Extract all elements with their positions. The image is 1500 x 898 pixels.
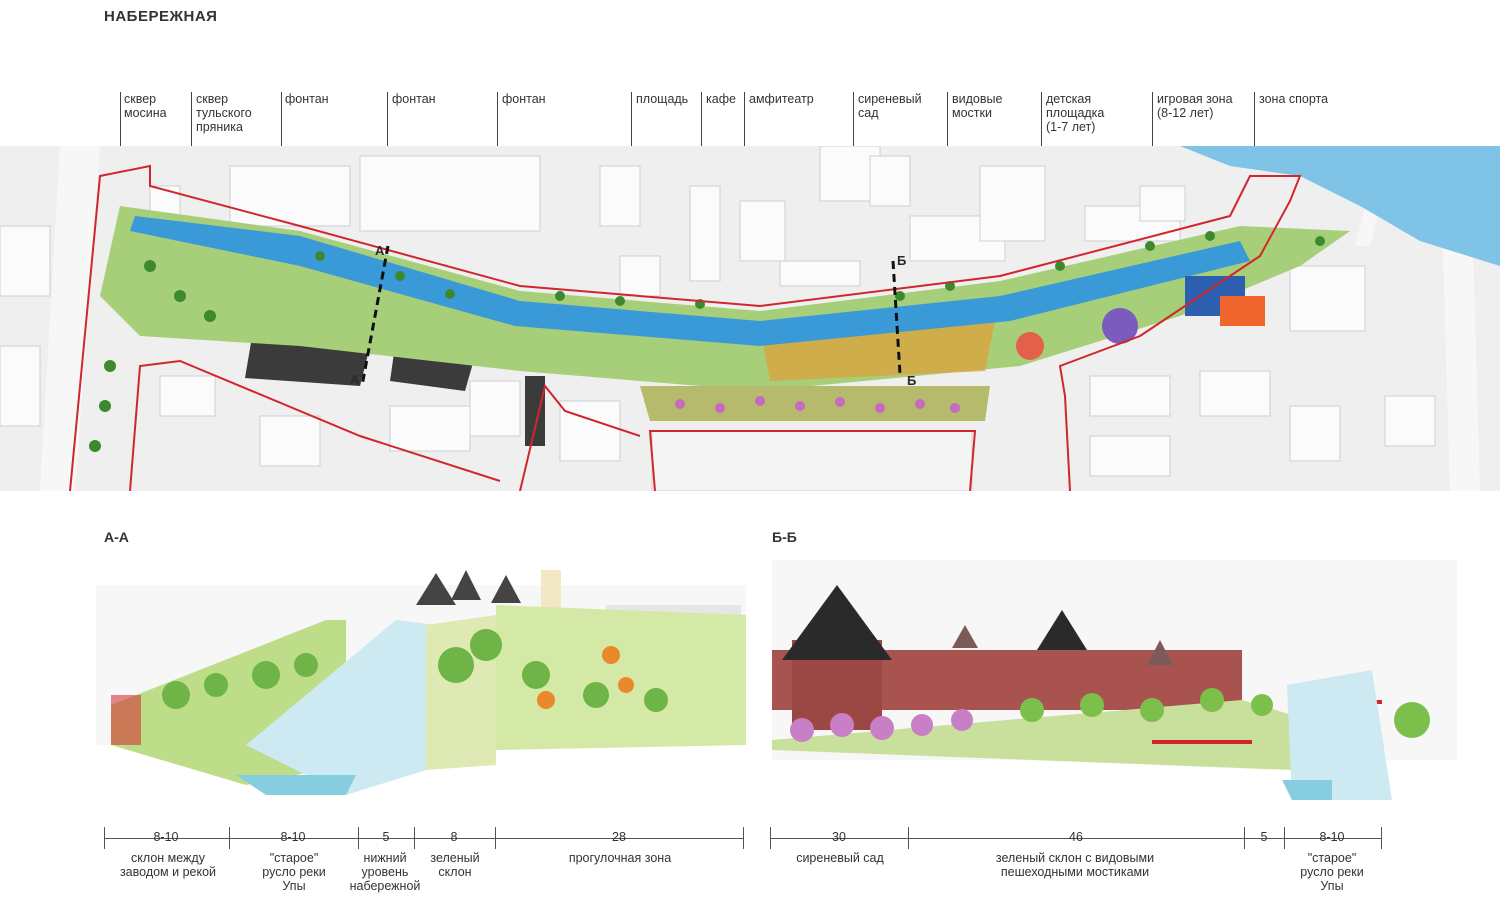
section-mark-a-bottom: А <box>350 372 360 387</box>
section-b-water <box>1282 780 1332 800</box>
section-b-tick <box>770 827 771 849</box>
callout-sq-mosina: сквер мосина <box>124 92 167 120</box>
section-b-green-slope <box>772 700 1292 770</box>
section-a-dim-label: прогулочная зона <box>568 851 672 865</box>
section-b-tick <box>1244 827 1245 849</box>
section-b-dim-value: 8-10 <box>1319 830 1345 844</box>
section-b-dim-label: сиреневый сад <box>796 851 884 865</box>
callout-cafe: кафе <box>706 92 736 106</box>
section-cut-a <box>360 245 390 387</box>
callout-square: площадь <box>636 92 689 106</box>
section-a-dim-label: нижний уровень набережной <box>349 851 421 893</box>
section-b-lilac <box>790 709 973 742</box>
section-b-trees <box>1020 688 1430 738</box>
section-b-dim-value: 5 <box>1260 830 1268 844</box>
section-a-dim-value: 8-10 <box>153 830 179 844</box>
section-a-dim-value: 28 <box>612 830 626 844</box>
section-b-dim-value: 46 <box>1069 830 1083 844</box>
callout-kids-playground: детская площадка (1-7 лет) <box>1046 92 1105 134</box>
street-left <box>40 146 100 491</box>
section-b-dim-value: 30 <box>832 830 846 844</box>
section-a-dim-label: зеленый склон <box>430 851 480 879</box>
section-b-tower-1-roof <box>782 585 892 660</box>
section-b-tick <box>1284 827 1285 849</box>
section-b-illustration <box>772 560 1457 800</box>
section-a-dim-line <box>104 838 744 839</box>
section-b-river <box>1287 670 1392 800</box>
callout-fountain-1: фонтан <box>285 92 329 106</box>
upper-river <box>1180 146 1500 266</box>
section-b-dim-label: "старое" русло реки Упы <box>1300 851 1364 893</box>
section-mark-b-bottom: Б <box>907 373 917 388</box>
river-upa <box>130 216 1250 346</box>
callout-amphitheatre: амфитеатр <box>749 92 814 106</box>
section-a-illustration <box>96 570 746 795</box>
section-a-promenade <box>496 605 746 750</box>
section-a-tick <box>414 827 415 849</box>
section-a-tick <box>743 827 744 849</box>
section-a-title: А-А <box>104 529 129 545</box>
section-cut-b <box>891 260 902 375</box>
lilac-garden-zone <box>640 386 990 421</box>
section-a-dim-label: "старое" русло реки Упы <box>262 851 326 893</box>
tree-canopy <box>89 231 1325 452</box>
callout-play-zone: игровая зона (8-12 лет) <box>1157 92 1233 120</box>
section-mark-a-top: А <box>375 243 385 258</box>
section-a-tick <box>104 827 105 849</box>
section-a-trees <box>162 629 668 712</box>
callout-fountain-2: фонтан <box>392 92 436 106</box>
section-a-dim-value: 5 <box>382 830 390 844</box>
callout-sport-zone: зона спорта <box>1259 92 1329 106</box>
site-plan <box>0 146 1500 491</box>
section-a-water <box>236 775 356 795</box>
section-a-towers <box>416 570 521 605</box>
section-mark-b-top: Б <box>897 253 907 268</box>
section-a-dim-value: 8-10 <box>280 830 306 844</box>
section-a-tick <box>495 827 496 849</box>
play-zone-area <box>1102 308 1138 344</box>
callout-sq-pryanik: сквер тульского пряника <box>196 92 252 134</box>
section-b-title: Б-Б <box>772 529 797 545</box>
section-b-bridge-1 <box>1152 740 1252 744</box>
section-b-tick <box>908 827 909 849</box>
section-b-tower-4-roof <box>1147 640 1173 665</box>
section-b-dim-label: зеленый склон с видовыми пешеходными мос… <box>995 851 1155 879</box>
section-a-dim-label: склон между заводом и рекой <box>119 851 217 879</box>
kremlin-court <box>651 430 973 491</box>
section-b-dim-line <box>770 838 1382 839</box>
page-title: НАБЕРЕЖНАЯ <box>104 8 218 25</box>
callout-view-bridges: видовые мостки <box>952 92 1003 120</box>
section-b-tower-2-roof <box>1037 610 1087 650</box>
section-b-tower-3-roof <box>952 625 978 648</box>
buildings-north <box>149 146 1186 297</box>
lilac-dots <box>675 396 960 413</box>
section-b-tick <box>1381 827 1382 849</box>
kids-playground-area <box>1016 332 1044 360</box>
sport-area-orange <box>1220 296 1265 326</box>
section-a-autumn-trees <box>537 646 634 709</box>
factory-roof-3 <box>525 376 545 446</box>
project-boundary <box>69 164 1302 491</box>
section-a-tick <box>358 827 359 849</box>
callout-fountain-3: фонтан <box>502 92 546 106</box>
section-a-river <box>246 620 436 795</box>
section-a-tick <box>229 827 230 849</box>
callout-lilac-garden: сиреневый сад <box>858 92 922 120</box>
section-a-dim-value: 8 <box>450 830 458 844</box>
section-a-factory-wall <box>111 695 141 745</box>
